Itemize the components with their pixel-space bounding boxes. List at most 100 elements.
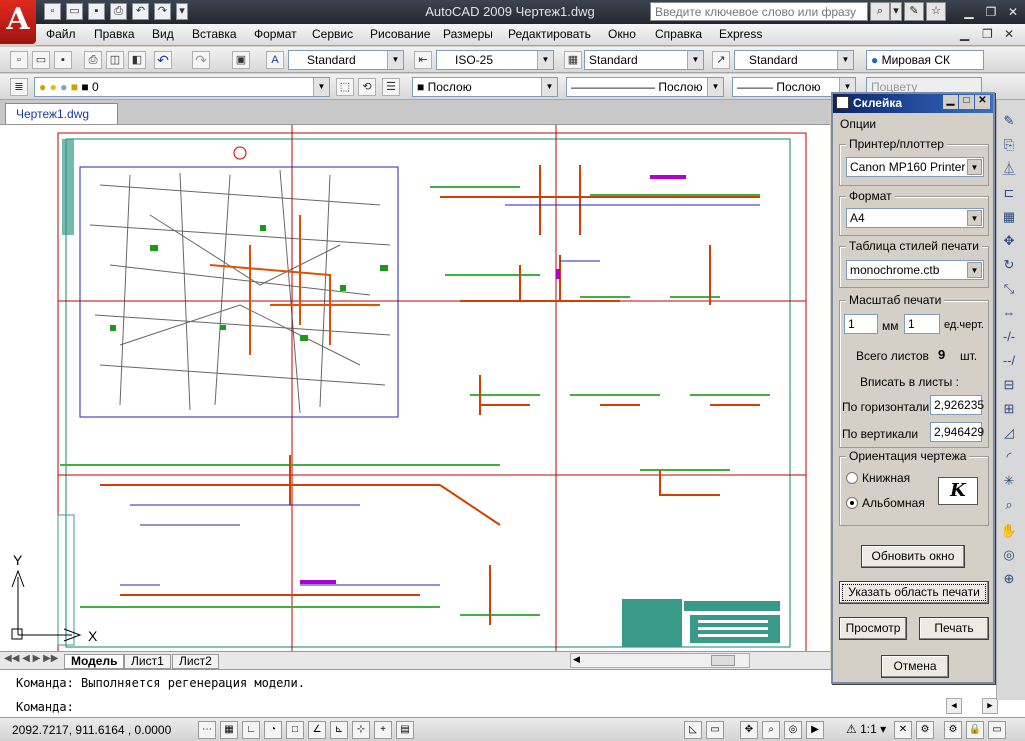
redo-tool-icon[interactable]: ↷ [192,51,210,69]
menu-view[interactable]: Вид [152,27,174,41]
tab-drawing1[interactable]: Чертеж1.dwg [5,103,118,124]
annotation-scale-icon[interactable]: ⚠ 1:1 ▾ [846,722,887,736]
chevron-down-icon[interactable]: ▼ [837,51,853,69]
dialog-menu-options[interactable]: Опции [840,117,877,131]
chevron-down-icon[interactable]: ▼ [313,78,329,96]
close-icon[interactable]: ✕ [1007,5,1019,19]
layer-previous-icon[interactable]: ⟲ [358,78,376,96]
preview-button[interactable]: Просмотр [839,617,907,640]
mleader-style-select[interactable]: Standard▼ [734,50,854,70]
model-icon[interactable]: ◺ [684,721,702,739]
layer-properties-icon[interactable]: ≣ [10,78,28,96]
layer-select[interactable]: ● ● ● ■ ■ 0▼ [34,77,330,97]
clean-screen-icon[interactable]: ▭ [988,721,1006,739]
scale-icon[interactable]: ⤡ [1003,281,1015,296]
window-switch-icon[interactable]: ▣ [232,51,250,69]
workspace-icon[interactable]: ⚙ [944,721,962,739]
steeringwheel-icon[interactable]: ◎ [784,721,802,739]
coordinates-readout[interactable]: 2092.7217, 911.6164 , 0.0000 [12,723,172,737]
menu-dimension[interactable]: Размеры [443,27,493,41]
printer-select[interactable]: Canon MP160 Printer▼ [846,157,984,177]
chevron-down-icon[interactable]: ▼ [967,159,982,175]
new-icon[interactable]: ▫ [44,3,61,20]
showmotion-icon[interactable]: ▶ [806,721,824,739]
lineweight-toggle-icon[interactable]: + [374,721,392,739]
doc-close-icon[interactable]: ✕ [1004,27,1015,41]
auto-scale-icon[interactable]: ⚙ [916,721,934,739]
stretch-icon[interactable]: ⇔ [1002,305,1016,320]
chevron-down-icon[interactable]: ▼ [387,51,403,69]
plot-icon[interactable]: ⎙ [84,51,102,69]
undo-tool-icon[interactable]: ↶ [154,51,172,69]
tab-model[interactable]: Модель [64,654,125,669]
scale-mm-input[interactable]: 1 [844,314,878,334]
menu-format[interactable]: Формат [254,27,297,41]
join-icon[interactable]: ⊞ [1003,401,1015,416]
osnap-icon[interactable]: □ [286,721,304,739]
restore-icon[interactable]: ❐ [985,5,997,19]
chevron-down-icon[interactable]: ▼ [967,262,982,278]
dim-style-select[interactable]: ISO-25▼ [436,50,554,70]
text-style-icon[interactable]: A [266,51,284,69]
menu-draw[interactable]: Рисование [370,27,431,41]
undo-icon[interactable]: ↶ [132,3,149,20]
lock-icon[interactable]: 🔒 [966,721,984,739]
zoom-window-icon[interactable]: ⊕ [1003,571,1015,586]
copy-icon[interactable]: ⎘ [1003,137,1015,152]
scroll-thumb[interactable] [711,655,735,666]
explode-icon[interactable]: ✳ [1003,473,1015,488]
snap-mode-icon[interactable]: ⋯ [198,721,216,739]
pan-realtime-icon[interactable]: ✋ [1000,523,1018,538]
horizontal-sheets-input[interactable]: 2,926235 [930,395,984,415]
search-dropdown-icon[interactable]: ▾ [890,2,902,21]
break-icon[interactable]: ⊟ [1003,377,1015,392]
grid-icon[interactable]: ▦ [220,721,238,739]
drawing-svg[interactable]: Y X [0,125,830,651]
communication-icon[interactable]: ✎ [904,2,924,21]
chevron-down-icon[interactable]: ▼ [687,51,703,69]
chevron-down-icon[interactable]: ▼ [537,51,553,69]
minimize-icon[interactable]: ▁ [943,95,958,109]
menu-express[interactable]: Express [719,27,763,41]
command-prompt[interactable]: Команда: [16,700,74,714]
landscape-radio[interactable] [846,497,858,509]
chamfer-icon[interactable]: ◿ [1004,425,1014,440]
table-style-icon[interactable]: ▦ [564,51,582,69]
annotation-visibility-icon[interactable]: ✕ [894,721,912,739]
drawing-canvas[interactable]: Y X [0,124,830,651]
scroll-left-icon[interactable]: ◀ [573,654,580,664]
minimize-icon[interactable]: ▁ [964,5,974,19]
search-icon[interactable]: ⌕ [870,2,890,21]
menu-window[interactable]: Окно [608,27,636,41]
tab-sheet1[interactable]: Лист1 [124,654,171,669]
landscape-label[interactable]: Альбомная [862,496,925,510]
move-icon[interactable]: ✥ [1003,233,1015,248]
ortho-icon[interactable]: ∟ [242,721,260,739]
table-style-select[interactable]: Standard▼ [584,50,704,70]
favorites-star-icon[interactable]: ☆ [926,2,946,21]
app-logo[interactable]: A [0,0,36,44]
extend-icon[interactable]: --/ [1002,353,1016,368]
menu-modify[interactable]: Редактировать [508,27,591,41]
print-icon[interactable]: ⎙ [110,3,127,20]
save-icon[interactable]: ▪ [88,3,105,20]
trim-icon[interactable]: -/- [1002,329,1016,344]
chevron-down-icon[interactable]: ▼ [839,78,855,96]
chevron-down-icon[interactable]: ▼ [707,78,723,96]
tab-nav-arrows-icon[interactable]: ◀◀ ◀ ▶ ▶▶ [4,653,59,664]
plot-style-select[interactable]: monochrome.ctb▼ [846,260,984,280]
menu-insert[interactable]: Вставка [192,27,237,41]
menu-tools[interactable]: Сервис [312,27,354,41]
menu-edit[interactable]: Правка [94,27,135,41]
qnew-icon[interactable]: ▫ [10,51,28,69]
update-window-button[interactable]: Обновить окно [861,545,965,568]
dim-style-icon[interactable]: ⇤ [414,51,432,69]
close-icon[interactable]: ✕ [975,95,990,109]
cancel-button[interactable]: Отмена [881,655,949,678]
dialog-title-bar[interactable]: Склейка ▁ □ ✕ [833,94,993,113]
qp-icon[interactable]: ▤ [396,721,414,739]
linetype-select[interactable]: ——————— Послою▼ [566,77,724,97]
portrait-radio[interactable] [846,472,858,484]
publish-icon[interactable]: ◧ [128,51,146,69]
orbit-icon[interactable]: ◎ [1003,547,1015,562]
